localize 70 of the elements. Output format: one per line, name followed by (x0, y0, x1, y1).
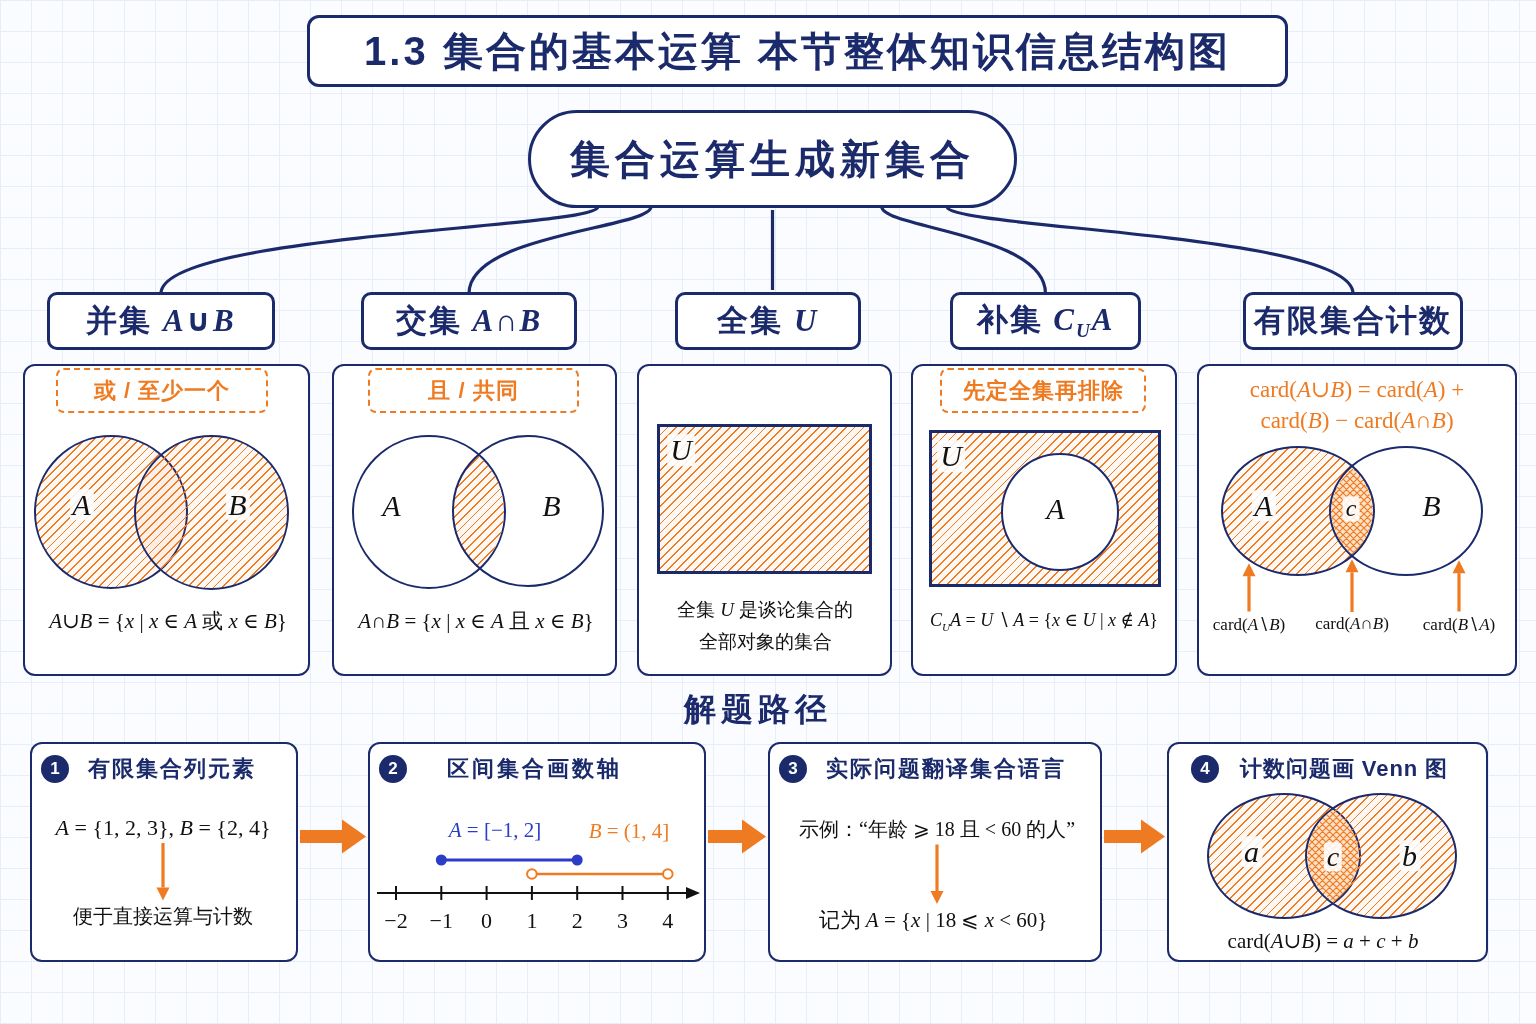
universe-rectangle (929, 430, 1161, 587)
keyword-tag: 或 / 至少一个 (56, 368, 268, 413)
category-header: 并集 A∪B (47, 292, 275, 350)
concept-panel (911, 364, 1177, 676)
tick-label: 2 (571, 908, 583, 934)
set-circle: B (452, 435, 604, 587)
tick-label: 4 (662, 908, 674, 934)
step-heading: 有限集合列元素 (88, 755, 256, 783)
interval-label: A = [−1, 2] (448, 817, 542, 843)
keyword-tag: 先定全集再排除 (940, 368, 1146, 413)
category-header: 交集 A∩B (361, 292, 577, 350)
title-banner: 1.3 集合的基本运算 本节整体知识信息结构图 (307, 15, 1288, 87)
region-label: card(A∩B) (1315, 614, 1389, 634)
region-label: card(A∖B) (1212, 613, 1286, 635)
formula-text: A = {1, 2, 3}, B = {2, 4} (55, 815, 271, 841)
central-topic: 集合运算生成新集合 (528, 110, 1017, 208)
formula-text: card(A∪B) = a + c + b (1227, 928, 1419, 954)
step-card (768, 742, 1102, 962)
arrow (1242, 563, 1256, 612)
connector-line (880, 205, 1048, 294)
concept-panel (332, 364, 617, 676)
step-number-badge: 2 (379, 755, 407, 783)
concept-panel (1197, 364, 1517, 676)
tick-label: 1 (526, 908, 538, 934)
connector-line (770, 210, 775, 290)
concept-panel (637, 364, 892, 676)
region-label: card(B∖A) (1422, 613, 1496, 635)
step-heading: 实际问题翻译集合语言 (826, 755, 1066, 783)
note-text: 便于直接运算与计数 (73, 902, 253, 930)
connector-line (946, 205, 1355, 295)
category-header: 有限集合计数 (1243, 292, 1463, 350)
step-card (1167, 742, 1488, 962)
set-circle: A (352, 435, 506, 589)
set-label: U (937, 440, 965, 472)
arrow (708, 819, 766, 854)
formula-text: 记为 A = {x | 18 ⩽ x < 60} (818, 906, 1048, 934)
example-text: 示例：“年龄 ⩾ 18 且 < 60 的人” (799, 815, 1075, 843)
step-card (30, 742, 298, 962)
formula-text: A∪B = {x | x ∈ A 或 x ∈ B} (49, 608, 287, 635)
step-heading: 计数问题画 Venn 图 (1239, 755, 1449, 783)
step-heading: 区间集合画数轴 (446, 755, 622, 783)
formula-text: C$_{U}$A = U ∖ A = {x ∈ U | x ∉ A} (930, 609, 1158, 633)
category-header: 补集 C$_{U}$A (950, 292, 1141, 350)
arrow (930, 844, 944, 904)
arrow (300, 819, 366, 854)
formula-text: A∩B = {x | x ∈ A 且 x ∈ B} (358, 608, 594, 635)
arrow (156, 843, 170, 901)
arrow (1452, 560, 1466, 612)
arrow (1345, 559, 1359, 612)
set-circle: A (1001, 453, 1119, 571)
connector-line (159, 205, 599, 295)
connector-line (467, 205, 653, 294)
arrow (1104, 819, 1165, 854)
definition-text: 全集 U 是谈论集合的全部对象的集合 (675, 598, 855, 654)
formula-text: card(A∪B) = card(A) + card(B) − card(A∩B) (1248, 376, 1466, 435)
concept-panel (23, 364, 310, 676)
tick-label: −2 (384, 908, 408, 934)
tick-label: 0 (481, 908, 493, 934)
set-circle: B (134, 435, 289, 590)
keyword-tag: 且 / 共同 (368, 368, 579, 413)
section-heading: 解题路径 (684, 690, 832, 729)
step-card (368, 742, 706, 962)
step-number-badge: 3 (779, 755, 807, 783)
step-number-badge: 1 (41, 755, 69, 783)
tick-label: 3 (617, 908, 628, 934)
universe-rectangle: U (657, 424, 872, 574)
step-number-badge: 4 (1191, 755, 1219, 783)
category-header: 全集 U (675, 292, 861, 350)
tick-label: −1 (429, 908, 453, 934)
interval-label: B = (1, 4] (588, 818, 670, 844)
